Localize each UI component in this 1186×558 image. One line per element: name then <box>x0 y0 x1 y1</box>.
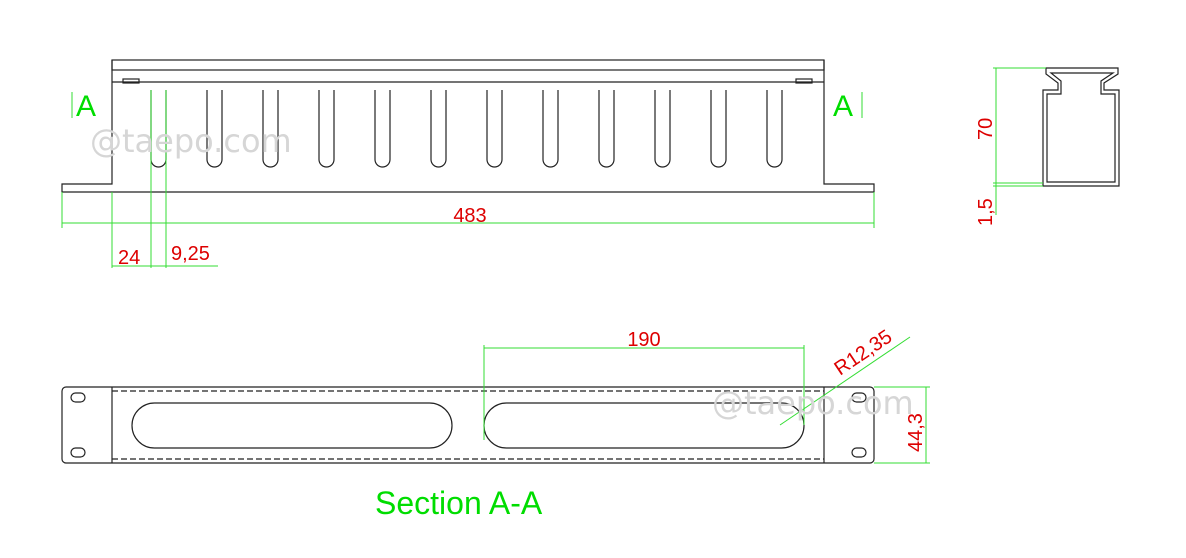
section-marker-right: A <box>833 90 853 123</box>
slot-group <box>150 90 783 168</box>
body-outline <box>61 60 875 193</box>
profile-inner <box>1046 72 1116 183</box>
panel-outline <box>61 386 875 464</box>
profile-outer <box>1042 67 1120 187</box>
comb-slot <box>318 90 335 168</box>
dim-height-label: 70 <box>975 118 997 140</box>
comb-slot <box>206 90 223 168</box>
dim-slot-width-label: 9,25 <box>171 243 210 265</box>
comb-slot <box>430 90 447 168</box>
watermark-bottom: @taepo.com <box>712 384 914 422</box>
section-title: Section A-A <box>375 485 543 521</box>
comb-slot <box>374 90 391 168</box>
dim-cutout-label: 190 <box>627 329 660 351</box>
section-view: 190 R12,35 44,3 @taepo.com Section A-A <box>61 326 930 521</box>
comb-slot <box>598 90 615 168</box>
mount-hole-br <box>851 447 867 458</box>
comb-slot <box>710 90 727 168</box>
mount-hole-bl <box>70 447 86 458</box>
rail-clip-right <box>795 78 813 84</box>
top-channel <box>111 59 825 71</box>
radius-leader <box>779 336 911 426</box>
section-marker-left: A <box>76 90 96 123</box>
comb-slot <box>542 90 559 168</box>
mount-hole-tl <box>70 392 86 403</box>
cable-cutout-left <box>131 402 453 449</box>
comb-slot <box>262 90 279 168</box>
side-view: 70 1,5 <box>975 67 1120 226</box>
dim-offset-label: 24 <box>118 247 140 269</box>
dim-panel-height-label: 44,3 <box>905 413 927 452</box>
comb-slot <box>654 90 671 168</box>
rail-clip-left <box>122 78 140 84</box>
comb-slot <box>766 90 783 168</box>
mount-hole-tr <box>851 392 867 403</box>
dim-thickness-label: 1,5 <box>975 198 997 226</box>
watermark-top: @taepo.com <box>90 122 292 160</box>
comb-slot <box>486 90 503 168</box>
front-view: A A 483 24 9,25 @taepo.com <box>61 59 875 269</box>
dim-width-label: 483 <box>453 205 486 227</box>
